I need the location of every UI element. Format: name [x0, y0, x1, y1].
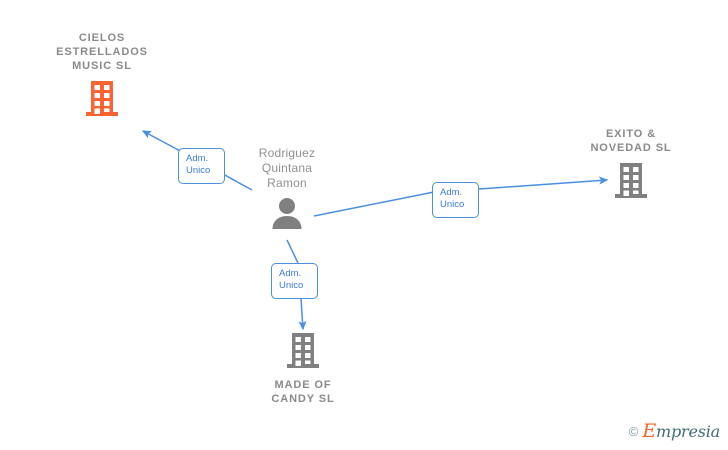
node-label-person: Rodriguez Quintana Ramon — [258, 146, 316, 190]
edge-person-to-exito-left — [313, 191, 435, 217]
node-cielos-estrellados[interactable]: CIELOS ESTRELLADOS MUSIC SL — [27, 31, 177, 119]
empresia-watermark: © Empresia — [629, 420, 720, 442]
building-icon — [286, 331, 320, 371]
edge-person-to-cielos-stub — [229, 177, 253, 191]
brand-rest: mpresia — [656, 422, 720, 441]
brand-name: Empresia — [642, 420, 720, 442]
building-icon — [85, 79, 119, 119]
edge-person-to-exito-right — [478, 176, 609, 190]
building-icon — [614, 161, 648, 201]
relation-label-person-to-candy[interactable]: Adm. Unico — [271, 263, 318, 299]
edge-person-to-candy-top — [286, 239, 299, 264]
copyright-icon: © — [628, 423, 639, 439]
relation-label-person-to-exito[interactable]: Adm. Unico — [432, 182, 479, 218]
node-label-exito: EXITO & NOVEDAD SL — [590, 128, 672, 154]
node-label-candy: MADE OF CANDY SL — [271, 379, 335, 405]
edge-person-to-candy-bottom — [298, 298, 307, 331]
node-label-cielos: CIELOS ESTRELLADOS MUSIC SL — [56, 32, 148, 72]
node-made-of-candy[interactable]: MADE OF CANDY SL — [228, 331, 378, 406]
brand-initial: E — [642, 420, 656, 442]
relation-label-person-to-cielos[interactable]: Adm. Unico — [178, 148, 225, 184]
node-exito-novedad[interactable]: EXITO & NOVEDAD SL — [556, 127, 706, 201]
person-icon — [270, 197, 304, 229]
node-person-rodriguez-quintana-ramon[interactable]: Rodriguez Quintana Ramon — [212, 146, 362, 229]
